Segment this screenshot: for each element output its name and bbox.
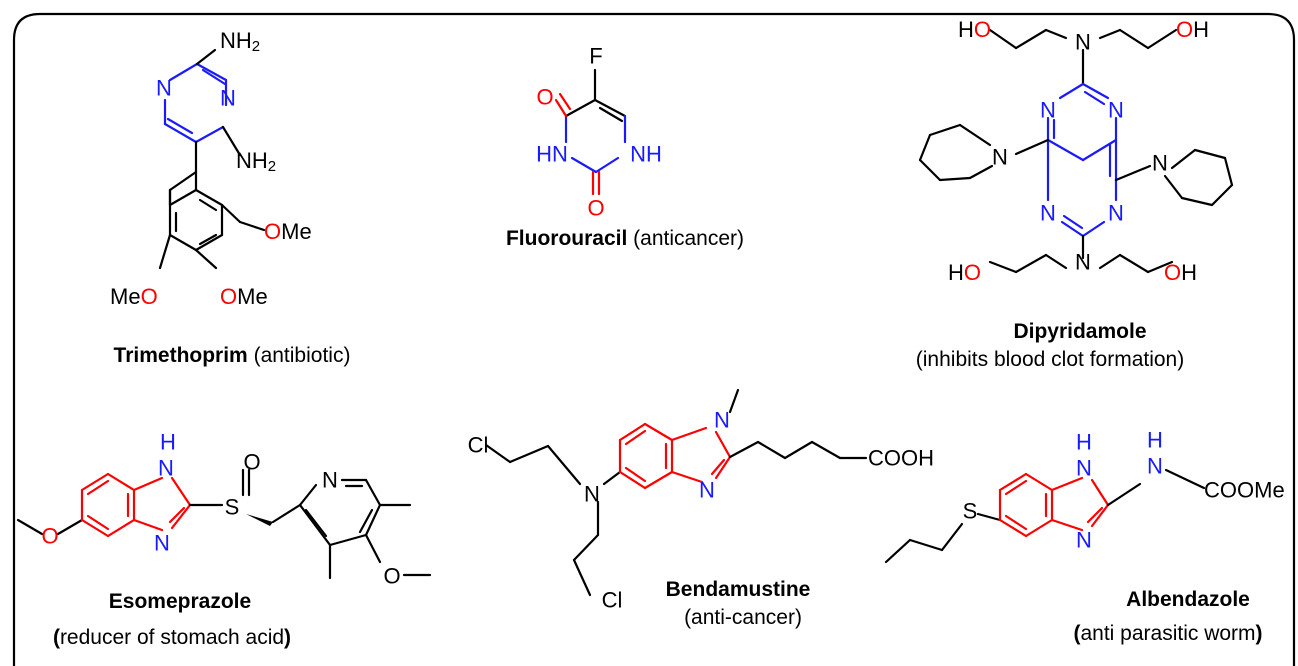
dipyridamole-name: Dipyridamole bbox=[1013, 320, 1146, 343]
dipyridamole-oh-bottom: OH bbox=[1164, 260, 1197, 285]
dipyridamole-note: (inhibits blood clot formation) bbox=[916, 348, 1184, 371]
dipyridamole-ho-top: HO bbox=[958, 17, 991, 42]
albendazole-h-amide: H bbox=[1147, 428, 1163, 453]
esomeprazole-n1: N bbox=[158, 456, 174, 481]
dipyridamole-n-top: N bbox=[1075, 30, 1091, 55]
albendazole-n-amide: N bbox=[1147, 454, 1163, 479]
albendazole-coome: COOMe bbox=[1204, 478, 1285, 503]
esomeprazole-note: (reducer of stomach acid) bbox=[53, 626, 291, 649]
fluorouracil-f: F bbox=[589, 44, 602, 69]
trimethoprim-ome-right: OMe bbox=[264, 219, 312, 244]
trimethoprim-meo-left: MeO bbox=[110, 284, 158, 309]
fluorouracil-hn: HN bbox=[536, 142, 568, 167]
dipyridamole-ho-bottom: HO bbox=[948, 260, 981, 285]
dipyridamole-n-ring2: N bbox=[1108, 98, 1124, 123]
trimethoprim-nh2-top: NH2 bbox=[220, 28, 260, 55]
bendamustine-n3: N bbox=[699, 478, 715, 503]
trimethoprim-n3: N bbox=[220, 86, 236, 111]
esomeprazole-n-pyridine: N bbox=[322, 468, 338, 493]
dipyridamole-structure bbox=[918, 28, 1234, 274]
fluorouracil-structure bbox=[554, 68, 627, 196]
dipyridamole-n-ring1: N bbox=[1040, 98, 1056, 123]
dipyridamole-n-piperidine-left: N bbox=[992, 145, 1008, 170]
esomeprazole-s: S bbox=[225, 495, 240, 520]
bendamustine-n1: N bbox=[714, 408, 730, 433]
esomeprazole-name: Esomeprazole bbox=[109, 590, 251, 613]
dipyridamole-oh-top: OH bbox=[1176, 17, 1209, 42]
esomeprazole-n3: N bbox=[154, 531, 170, 556]
albendazole-n3: N bbox=[1076, 528, 1092, 553]
bendamustine-structure bbox=[484, 388, 868, 597]
fluorouracil-caption: Fluorouracil (anticancer) bbox=[506, 227, 744, 250]
esomeprazole-structure bbox=[16, 468, 432, 580]
figure-frame bbox=[12, 12, 1296, 666]
fluorouracil-o-bottom: O bbox=[587, 196, 604, 221]
esomeprazole-o-ether: O bbox=[383, 564, 400, 589]
esomeprazole-o-sulfoxide: O bbox=[243, 450, 260, 475]
trimethoprim-nh2-bottom: NH2 bbox=[236, 148, 276, 175]
albendazole-s: S bbox=[963, 499, 978, 524]
bendamustine-cl-top: Cl bbox=[468, 433, 489, 458]
albendazole-note: (anti parasitic worm) bbox=[1073, 622, 1262, 645]
fluorouracil-nh: NH bbox=[630, 142, 662, 167]
albendazole-name: Albendazole bbox=[1126, 588, 1250, 611]
bendamustine-cooh: COOH bbox=[868, 446, 934, 471]
esomeprazole-h: H bbox=[160, 430, 176, 455]
trimethoprim-structure bbox=[158, 48, 266, 270]
dipyridamole-n-ring3: N bbox=[1040, 201, 1056, 226]
trimethoprim-ome-bottom: OMe bbox=[220, 284, 268, 309]
fluorouracil-o-top: O bbox=[536, 85, 553, 110]
bendamustine-name: Bendamustine bbox=[666, 578, 811, 601]
bendamustine-cl-bottom: Cl bbox=[602, 588, 623, 613]
albendazole-h-ring: H bbox=[1076, 430, 1092, 455]
dipyridamole-n-bottom: N bbox=[1075, 250, 1091, 275]
trimethoprim-n1: N bbox=[156, 76, 172, 101]
esomeprazole-o-methoxy: O bbox=[41, 524, 58, 549]
dipyridamole-n-piperidine-right: N bbox=[1152, 151, 1168, 176]
bendamustine-note: (anti-cancer) bbox=[684, 606, 802, 629]
albendazole-structure bbox=[884, 468, 1206, 564]
trimethoprim-caption: Trimethoprim (antibiotic) bbox=[114, 344, 351, 367]
bendamustine-n-amine: N bbox=[584, 482, 600, 507]
dipyridamole-n-ring4: N bbox=[1108, 201, 1124, 226]
albendazole-n1: N bbox=[1076, 456, 1092, 481]
